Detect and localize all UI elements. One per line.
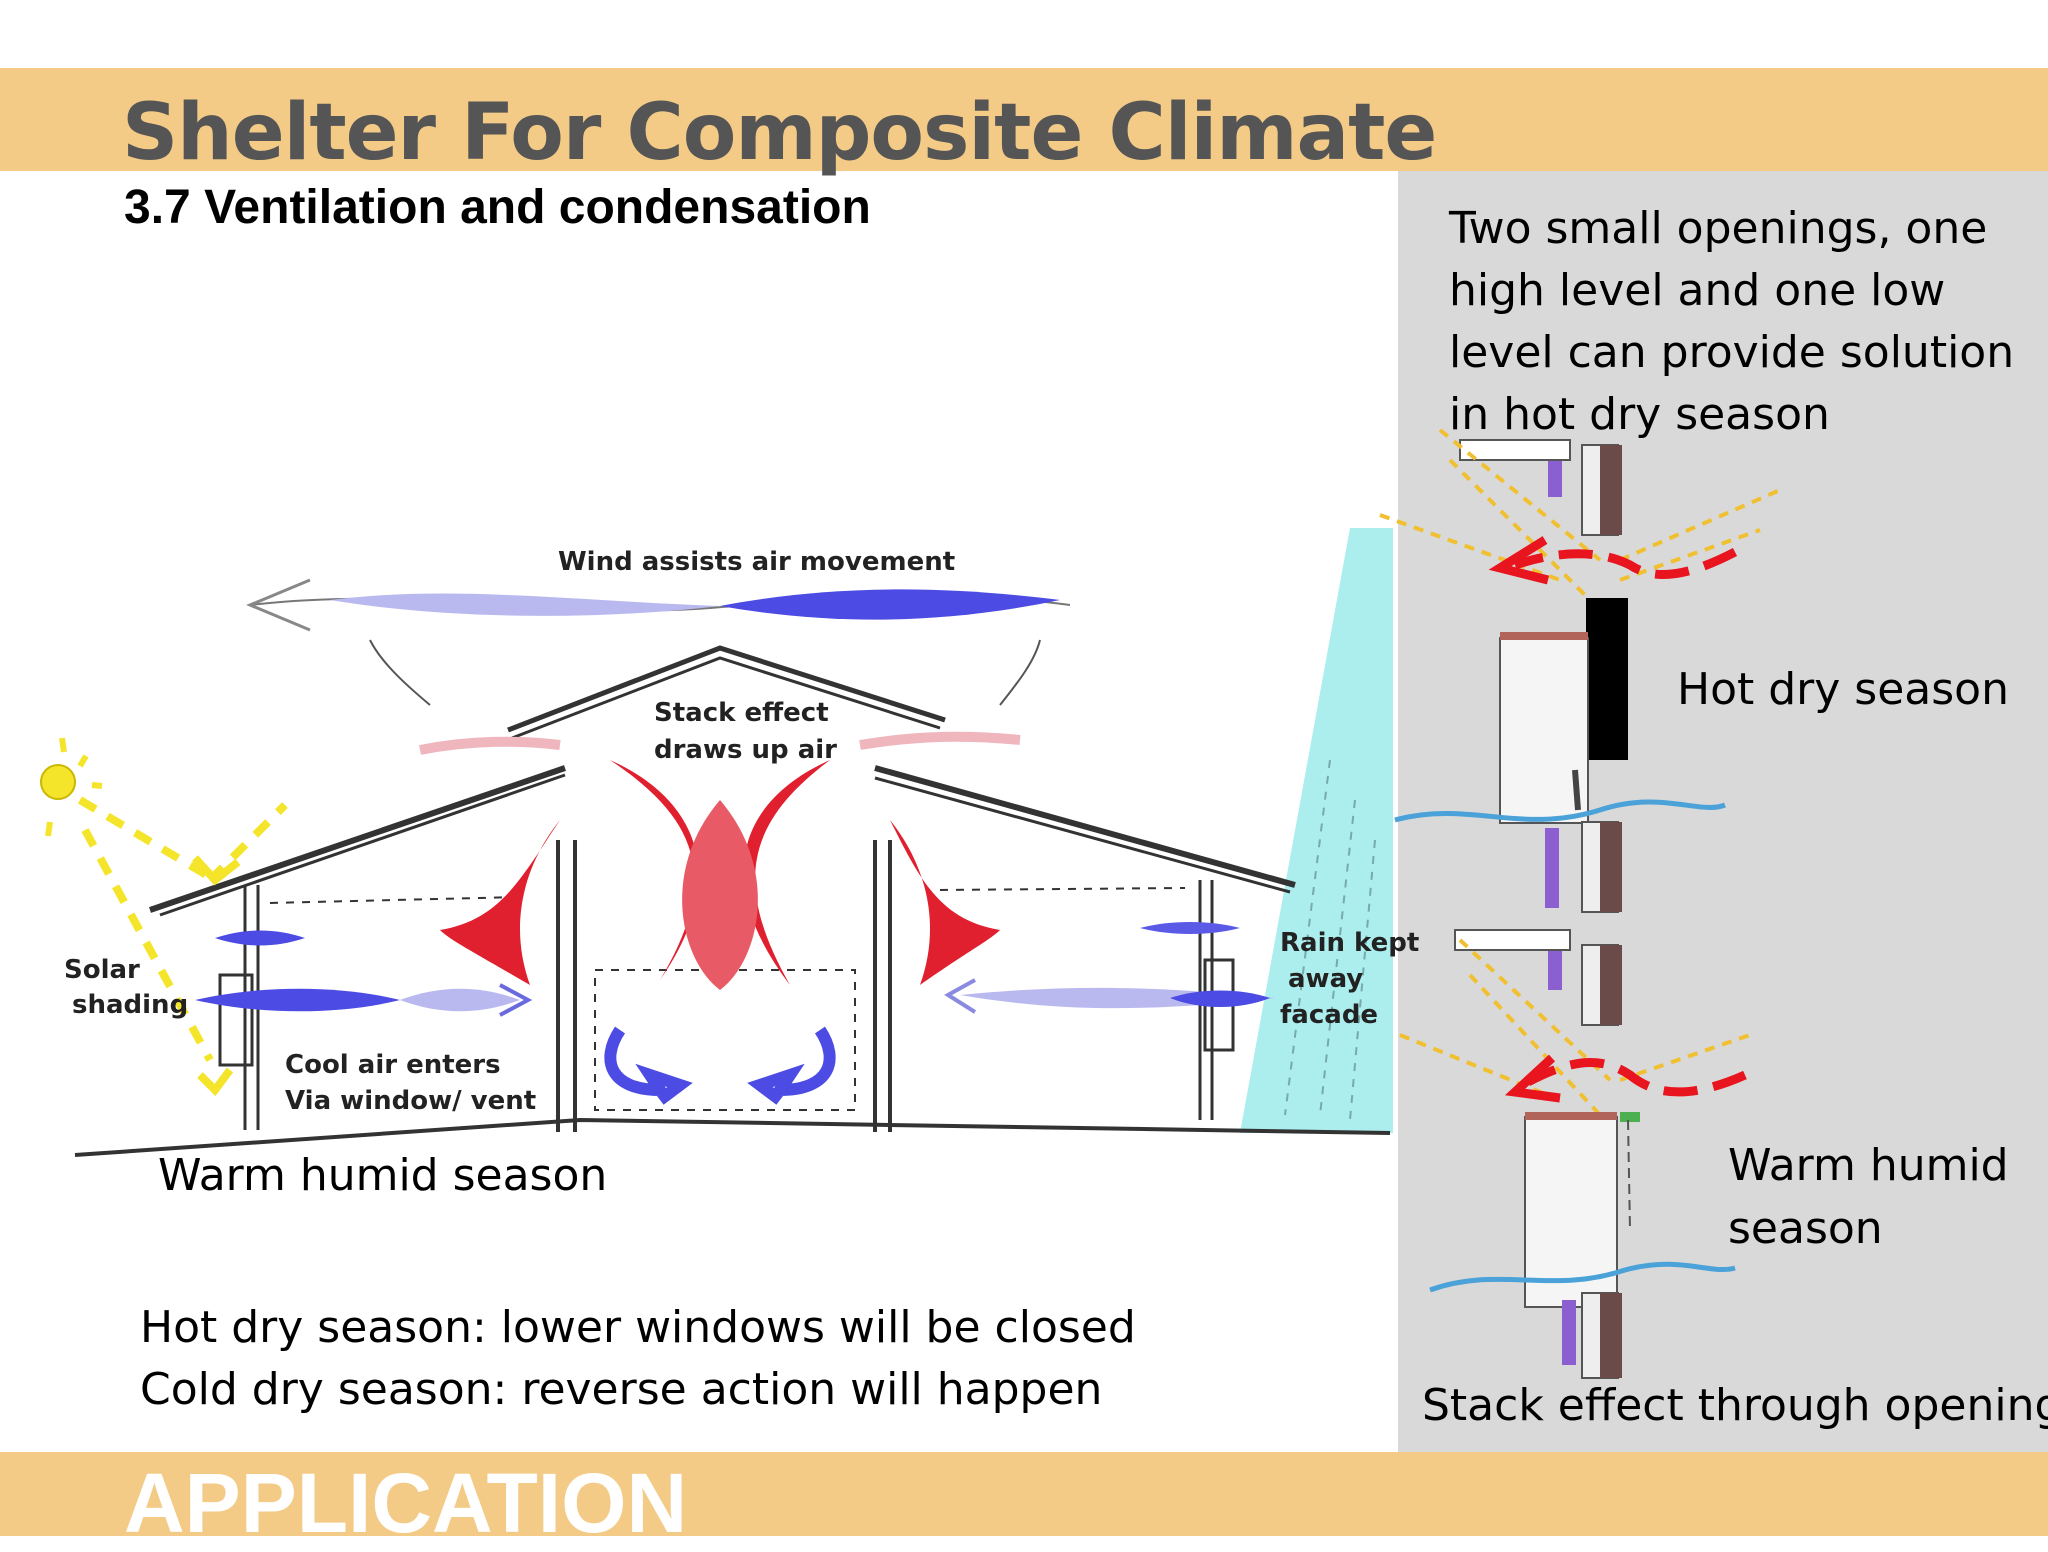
right-panel-description: Two small openings, one high level and o… <box>1449 203 2015 440</box>
warm-humid-label-line1: Warm humid <box>1728 1140 2009 1191</box>
wind-label: Wind assists air movement <box>558 547 956 577</box>
stack-effect-label-line2: draws up air <box>654 735 837 765</box>
header-band <box>0 68 2048 171</box>
note-line-1: Hot dry season: lower windows will be cl… <box>140 1302 1136 1353</box>
solar-shading-label-line2: shading <box>72 990 189 1020</box>
rain-label-line2: away <box>1288 964 1364 994</box>
hot-dry-season-label: Hot dry season <box>1677 664 2009 715</box>
cool-air-label-line1: Cool air enters <box>285 1050 501 1080</box>
page-title: Shelter For Composite Climate <box>122 88 1437 178</box>
rain-label-line3: facade <box>1280 1000 1379 1030</box>
solar-shading-label-line1: Solar <box>64 955 140 985</box>
note-line-2: Cold dry season: reverse action will hap… <box>140 1364 1103 1415</box>
warm-humid-label-line2: season <box>1728 1203 1883 1254</box>
cool-air-label-line2: Via window/ vent <box>285 1086 537 1116</box>
rain-label-line1: Rain kept <box>1280 928 1420 958</box>
right-panel-caption: Stack effect through opening <box>1422 1380 2048 1431</box>
footer-label: APPLICATION <box>124 1456 688 1550</box>
warm-humid-caption: Warm humid season <box>158 1150 608 1201</box>
footer-band <box>0 1452 2048 1536</box>
stack-effect-label-line1: Stack effect <box>654 698 829 728</box>
section-subtitle: 3.7 Ventilation and condensation <box>124 181 871 234</box>
